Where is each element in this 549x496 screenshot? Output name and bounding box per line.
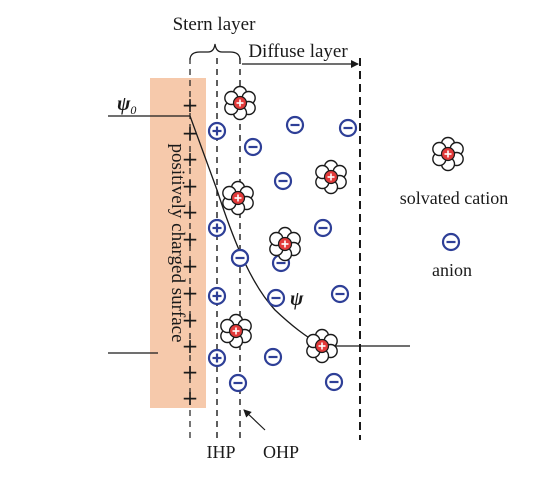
surface-label: positively charged surface bbox=[167, 143, 188, 342]
anion-icon bbox=[324, 372, 344, 392]
anion-specifically-adsorbed-icon bbox=[207, 121, 227, 141]
anion-icon bbox=[228, 373, 248, 393]
anion-icon bbox=[330, 284, 350, 304]
anion-icon bbox=[243, 137, 263, 157]
solvated-cation-icon bbox=[306, 328, 338, 364]
surface-plus-charge: + bbox=[182, 308, 199, 332]
solvated-cation-icon bbox=[432, 136, 464, 172]
surface-plus-charge: + bbox=[182, 174, 199, 198]
stern-layer-brace bbox=[189, 43, 241, 61]
ohp-pointer-arrow bbox=[243, 409, 266, 431]
psi-label: ψ bbox=[290, 288, 304, 310]
surface-plus-charge: + bbox=[182, 254, 199, 278]
solvated-cation-icon bbox=[222, 180, 254, 216]
legend: solvated cation anion bbox=[400, 136, 508, 280]
anion-icon bbox=[313, 218, 333, 238]
anion-specifically-adsorbed-icon bbox=[207, 218, 227, 238]
anion-specifically-adsorbed-icon bbox=[207, 348, 227, 368]
stern-layer-label: Stern layer bbox=[173, 14, 257, 35]
cations-layer bbox=[220, 85, 347, 364]
anion-icon bbox=[230, 248, 250, 268]
psi0-label: ψ0 bbox=[117, 93, 136, 117]
anion-specifically-adsorbed-icon bbox=[207, 286, 227, 306]
surface-plus-charge: + bbox=[182, 386, 199, 410]
diffuse-layer-label: Diffuse layer bbox=[248, 41, 348, 62]
solvated-cation-icon bbox=[220, 313, 252, 349]
anion-icon bbox=[285, 115, 305, 135]
legend-solvated-cation-label: solvated cation bbox=[400, 188, 508, 208]
ihp-label: IHP bbox=[206, 442, 235, 462]
anion-icon bbox=[338, 118, 358, 138]
surface-charges: ++++++++++++ bbox=[182, 93, 199, 410]
ohp-label: OHP bbox=[263, 442, 299, 462]
anion-icon bbox=[441, 232, 461, 252]
solvated-cation-icon bbox=[315, 159, 347, 195]
solvated-cation-icon bbox=[432, 136, 464, 172]
solvated-cation-icon bbox=[269, 226, 301, 262]
legend-anion-label: anion bbox=[432, 260, 472, 280]
potential-curve bbox=[189, 115, 323, 347]
solvated-cation-icon bbox=[224, 85, 256, 121]
anion-icon bbox=[441, 232, 461, 252]
anion-icon bbox=[266, 288, 286, 308]
anion-icon bbox=[273, 171, 293, 191]
psi0-subscript: 0 bbox=[130, 103, 136, 117]
anions-layer bbox=[207, 115, 358, 393]
anion-icon bbox=[263, 347, 283, 367]
psi0-symbol: ψ bbox=[117, 93, 131, 115]
